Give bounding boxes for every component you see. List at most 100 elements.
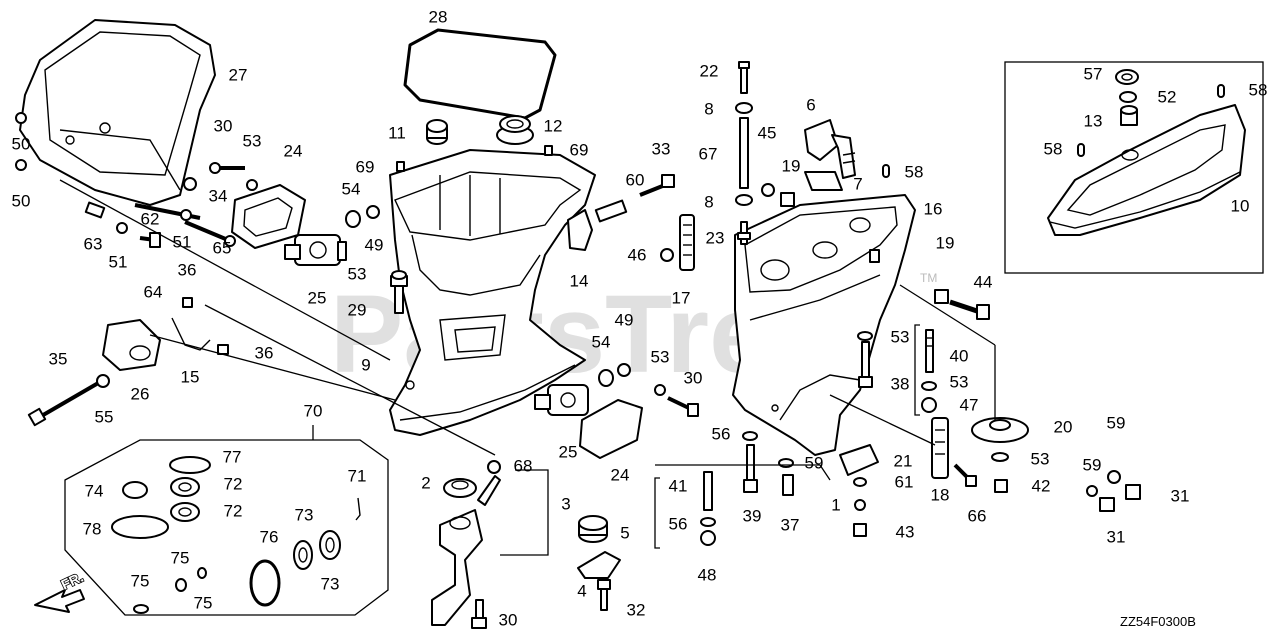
callout-label-51: 51 <box>109 252 128 271</box>
callout-label-27: 27 <box>229 65 248 84</box>
part-57-nut <box>1115 69 1139 85</box>
part-30-bolt <box>667 396 699 417</box>
callout-label-53: 53 <box>891 327 910 346</box>
part-39-bolt <box>743 444 758 493</box>
part-24-mount-rubber <box>579 399 643 459</box>
part-49-nut <box>366 205 380 219</box>
part-31-bolt <box>1125 484 1141 500</box>
part-19-grommet <box>780 192 795 207</box>
part-69-pin <box>544 145 553 156</box>
part-75-oring <box>175 578 187 592</box>
callout-label-56: 56 <box>712 424 731 443</box>
part-36-screw <box>217 344 229 355</box>
part-73-bearing <box>293 540 313 570</box>
callout-label-73: 73 <box>321 574 340 593</box>
part-76-oring <box>249 559 281 607</box>
part-22-bolt <box>738 61 750 94</box>
part-52-washer <box>1119 91 1137 103</box>
part-3-shift-rod <box>431 475 501 626</box>
callout-label-53: 53 <box>651 347 670 366</box>
part-37-bolt <box>782 474 794 496</box>
callout-label-55: 55 <box>95 407 114 426</box>
callout-label-56: 56 <box>669 514 688 533</box>
part-69-pin <box>396 161 405 172</box>
callout-label-75: 75 <box>194 593 213 612</box>
callout-label-50: 50 <box>12 191 31 210</box>
part-43-bolt <box>853 523 867 537</box>
part-66-bolt <box>953 463 977 487</box>
part-18-anode <box>931 417 949 479</box>
part-21-plate <box>839 444 879 476</box>
callout-label-32: 32 <box>627 600 646 619</box>
callout-label-54: 54 <box>342 179 361 198</box>
part-40-stud <box>925 329 934 373</box>
callout-label-28: 28 <box>429 7 448 26</box>
part-10-anti-cavitation-plate <box>1047 104 1246 236</box>
part-46-nut <box>660 248 674 262</box>
callout-label-76: 76 <box>260 527 279 546</box>
callout-label-19: 19 <box>936 233 955 252</box>
callout-label-17: 17 <box>672 288 691 307</box>
callout-label-25: 25 <box>559 442 578 461</box>
part-8-washer <box>735 102 753 114</box>
part-30-bolt <box>471 599 487 629</box>
callout-label-45: 45 <box>758 123 777 142</box>
callout-label-70: 70 <box>304 401 323 420</box>
callout-label-14: 14 <box>570 271 589 290</box>
callout-label-48: 48 <box>698 565 717 584</box>
callout-label-77: 77 <box>223 447 242 466</box>
callout-label-51: 51 <box>173 232 192 251</box>
callout-label-53: 53 <box>950 372 969 391</box>
part-51-washer <box>180 209 192 221</box>
callout-label-30: 30 <box>499 610 518 629</box>
callout-label-3: 3 <box>561 494 570 513</box>
callout-label-22: 22 <box>700 61 719 80</box>
callout-label-49: 49 <box>615 310 634 329</box>
callout-label-2: 2 <box>421 473 430 492</box>
callout-label-29: 29 <box>348 300 367 319</box>
callout-label-4: 4 <box>577 581 586 600</box>
callout-label-9: 9 <box>361 355 370 374</box>
callout-label-35: 35 <box>49 349 68 368</box>
callout-label-31: 31 <box>1171 486 1190 505</box>
part-70-kit-frame <box>64 425 389 616</box>
part-34-nut <box>183 177 197 191</box>
callout-label-78: 78 <box>83 519 102 538</box>
part-75-oring <box>197 567 207 579</box>
part-58-pin <box>882 164 890 178</box>
part-35-bolt <box>27 380 102 427</box>
part-48-nut <box>700 530 716 546</box>
callout-label-58: 58 <box>1249 80 1268 99</box>
part-6-hose-fitting <box>804 119 856 179</box>
callout-label-23: 23 <box>706 228 725 247</box>
part-11-spring <box>426 119 448 145</box>
callout-label-60: 60 <box>626 170 645 189</box>
part-53-washer <box>654 384 666 396</box>
part-59-washer <box>1086 485 1098 497</box>
part-53-washer <box>991 452 1009 462</box>
callout-label-21: 21 <box>894 451 913 470</box>
part-19-grommet <box>934 289 949 304</box>
callout-label-19: 19 <box>782 156 801 175</box>
part-63-collar <box>84 201 106 219</box>
part-54-washer <box>345 210 361 228</box>
part-17-anode <box>679 214 695 271</box>
callout-label-67: 67 <box>699 144 718 163</box>
callout-label-54: 54 <box>592 332 611 351</box>
part-61-washer <box>853 477 867 487</box>
callout-label-53: 53 <box>243 131 262 150</box>
part-59-washer <box>778 458 794 468</box>
callout-label-30: 30 <box>684 368 703 387</box>
part-25-mount <box>284 234 347 266</box>
part-8-washer <box>735 194 753 206</box>
callout-label-8: 8 <box>704 99 713 118</box>
part-60-collar <box>594 199 628 223</box>
part-33-bolt <box>639 174 675 197</box>
callout-label-47: 47 <box>960 395 979 414</box>
callout-label-16: 16 <box>924 199 943 218</box>
callout-label-40: 40 <box>950 346 969 365</box>
part-24-mount-rubber <box>231 184 306 249</box>
part-12-grommet <box>496 115 534 145</box>
part-30-bolt <box>209 162 245 174</box>
